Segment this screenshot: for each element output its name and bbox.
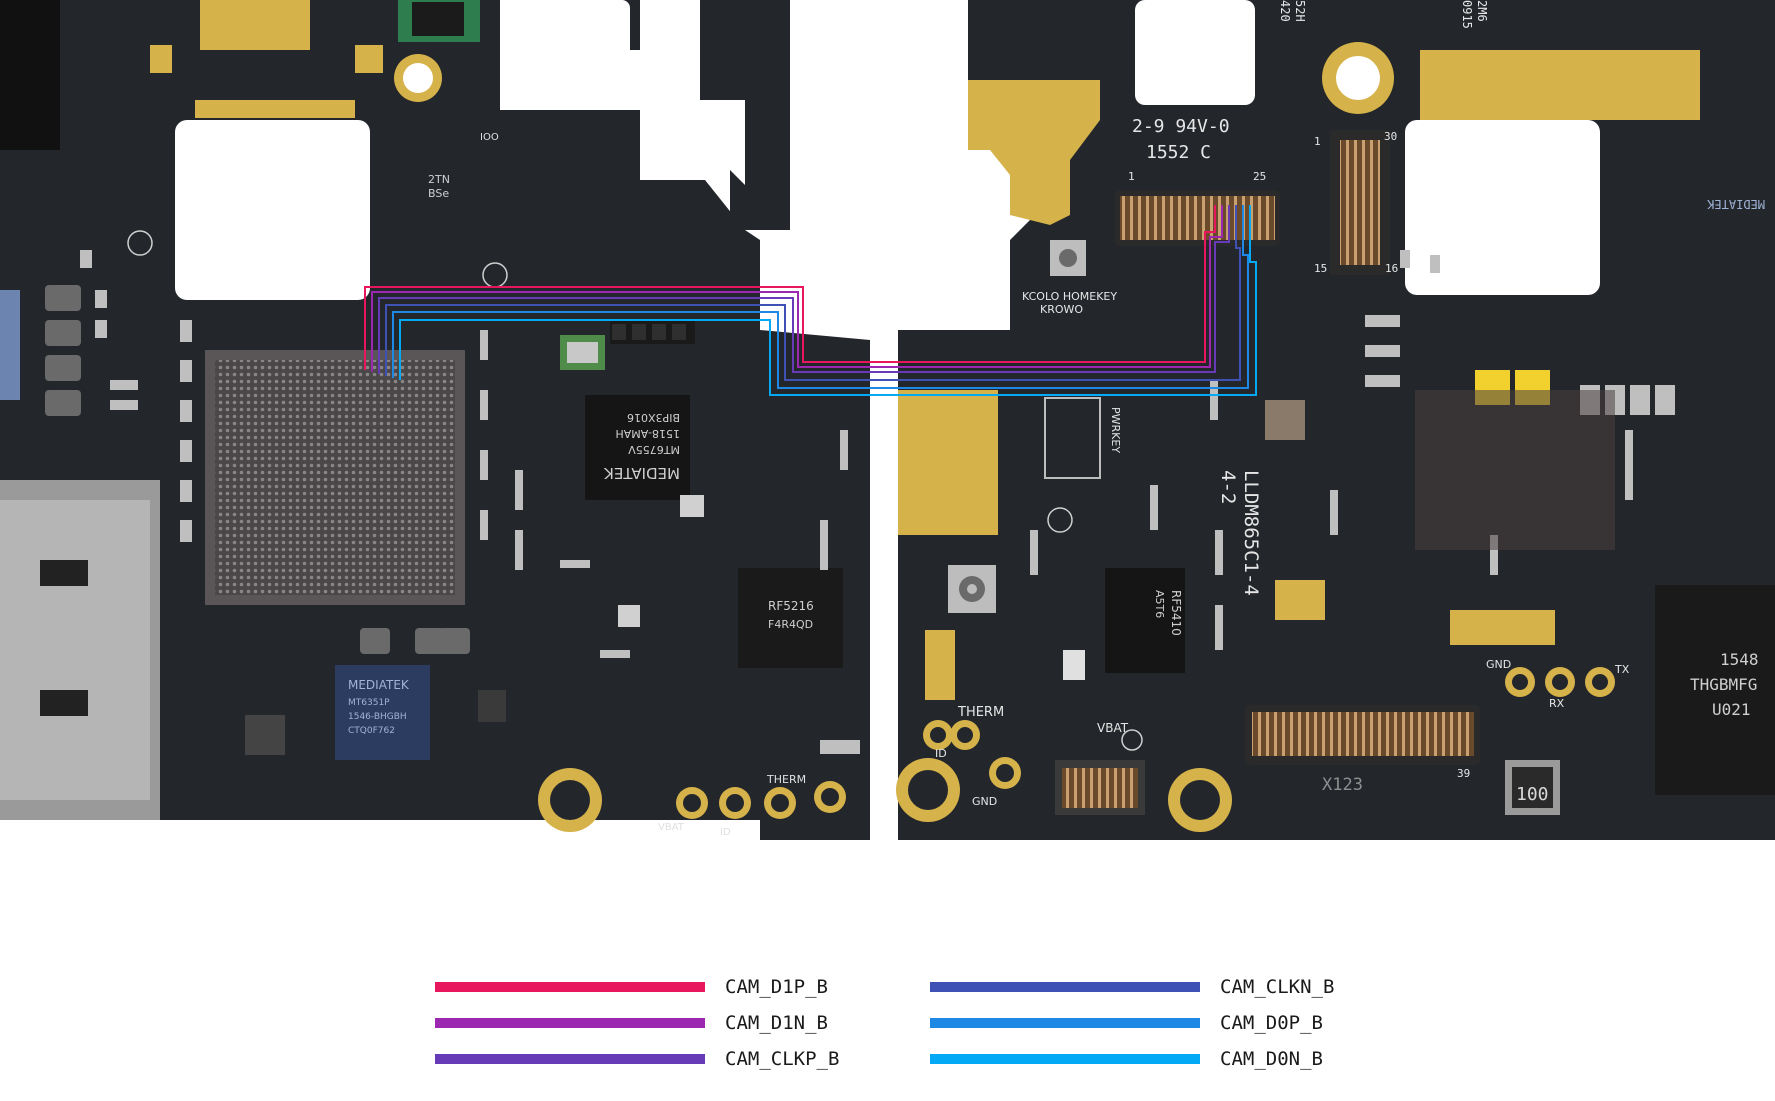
right-cutout-2 bbox=[1405, 120, 1600, 295]
silk-line-2: 1552 C bbox=[1146, 142, 1211, 163]
small-chip-line-2: BSe bbox=[428, 187, 449, 200]
mediatek-right-line-1: MEDIATEK bbox=[1706, 197, 1765, 211]
pmic-chip-line-4: CTQ0F762 bbox=[348, 726, 395, 736]
small-chip-line-1: 2TN bbox=[428, 173, 450, 186]
silk-top-code-3: 2M6 bbox=[1475, 0, 1489, 22]
trace-cam-d1n-b bbox=[371, 205, 1223, 372]
trace-cam-clkn-b bbox=[385, 205, 1241, 381]
left-cutout-1 bbox=[175, 120, 370, 300]
legend-label-cam-d0n-b: CAM_D0N_B bbox=[1220, 1048, 1323, 1070]
silk-line-1: 2-9 94V-0 bbox=[1132, 116, 1230, 137]
silk-bot-conn-pin-39: 39 bbox=[1457, 767, 1470, 780]
silk-top-code-1: 52H bbox=[1293, 0, 1307, 22]
rf-right-line-2: A5T6 bbox=[1153, 590, 1166, 618]
legend-label-cam-d1p-b: CAM_D1P_B bbox=[725, 976, 828, 998]
silk-inductor: 100 bbox=[1516, 784, 1549, 805]
legend-label-cam-clkp-b: CAM_CLKP_B bbox=[725, 1048, 840, 1070]
right-gold-pad-left bbox=[898, 390, 998, 535]
legend-swatch-cam-d0n-b bbox=[930, 1054, 1200, 1064]
legend-swatch-cam-clkn-b bbox=[930, 982, 1200, 992]
soc-chip-line-1: MEDIATEK bbox=[603, 464, 680, 482]
silk-conn2-pin-30: 30 bbox=[1384, 130, 1397, 143]
rf-chip-line-2: F4R4QD bbox=[768, 618, 813, 631]
legend-label-cam-d1n-b: CAM_D1N_B bbox=[725, 1012, 828, 1034]
soc-chip-line-3: 1518-AMAH bbox=[615, 427, 680, 440]
rf-chip-line-1: RF5216 bbox=[768, 599, 814, 613]
left-smd-parts bbox=[80, 250, 860, 754]
silk-conn2-pin-16: 16 bbox=[1385, 262, 1398, 275]
left-ioo-label: IOO bbox=[480, 132, 499, 143]
left-vbat-label: VBAT bbox=[658, 822, 685, 833]
right-silkscreen: 2-9 94V-0 1552 C KCOLO HOMEKEY KROWO PWR… bbox=[935, 0, 1765, 808]
silk-homekey-1: KCOLO HOMEKEY bbox=[1022, 290, 1117, 303]
silk-tx: TX bbox=[1614, 663, 1630, 676]
flash-line-3: U021 bbox=[1712, 700, 1751, 719]
pmic-chip-line-2: MT6351P bbox=[348, 698, 390, 708]
silk-pwrkey: PWRKEY bbox=[1109, 407, 1122, 453]
inductor-left bbox=[245, 715, 285, 755]
trace-lines bbox=[364, 205, 1257, 396]
legend-swatch-cam-d0p-b bbox=[930, 1018, 1200, 1028]
left-gold-small-2 bbox=[355, 45, 383, 73]
silk-homekey-2: KROWO bbox=[1040, 303, 1083, 316]
legend-label-cam-d0p-b: CAM_D0P_B bbox=[1220, 1012, 1323, 1034]
right-gold-region bbox=[968, 80, 1100, 225]
left-therm-label: THERM bbox=[766, 773, 806, 786]
left-large-pads bbox=[45, 285, 470, 654]
silk-therm: THERM bbox=[957, 705, 1004, 720]
soc-chip-line-2: MT6755V bbox=[628, 443, 680, 456]
mt6755-chip bbox=[585, 395, 690, 500]
rf-package bbox=[738, 568, 843, 668]
left-gold-strip bbox=[195, 100, 355, 118]
soc-bga bbox=[215, 360, 455, 595]
left-gold-block bbox=[200, 0, 310, 50]
pmic-package bbox=[335, 665, 430, 760]
silk-conn-pin-25: 25 bbox=[1253, 170, 1266, 183]
legend-swatch-cam-d1n-b bbox=[435, 1018, 705, 1028]
trace-cam-d0n-b bbox=[399, 205, 1257, 396]
silk-conn-pin-1: 1 bbox=[1128, 170, 1135, 183]
trace-cam-clkp-b bbox=[378, 205, 1230, 374]
silk-rx: RX bbox=[1549, 697, 1565, 710]
right-smd-parts bbox=[1030, 250, 1675, 650]
right-cutout-1 bbox=[1135, 0, 1255, 105]
flash-line-2: THGBMFG bbox=[1690, 675, 1757, 694]
legend-swatch-cam-clkp-b bbox=[435, 1054, 705, 1064]
trace-cam-d1p-b bbox=[364, 205, 1216, 370]
right-board bbox=[896, 0, 1775, 840]
silk-top-code-2: 420 bbox=[1278, 0, 1292, 22]
silk-x123: X123 bbox=[1322, 775, 1363, 795]
silk-gnd-left: GND bbox=[972, 795, 997, 808]
pmic-chip-line-3: 1546-BHGBH bbox=[348, 712, 407, 722]
silk-board-id-2: 4-2 bbox=[1217, 470, 1239, 504]
right-pad-field bbox=[1415, 390, 1615, 550]
pmic-chip-line-1: MEDIATEK bbox=[348, 678, 410, 692]
soc-chip-line-4: BIP3X016 bbox=[627, 411, 680, 424]
flash-line-1: 1548 bbox=[1720, 650, 1759, 669]
silk-board-id-1: LLDM865C1-4 bbox=[1240, 470, 1262, 596]
silk-vbat: VBAT bbox=[1097, 721, 1129, 735]
silk-conn2-pin-15: 15 bbox=[1314, 262, 1327, 275]
silk-id: ID bbox=[935, 747, 947, 760]
left-notch bbox=[700, 160, 745, 185]
left-gold-small bbox=[150, 45, 172, 73]
left-chip-text: MEDIATEK MT6755V 1518-AMAH BIP3X016 MEDI… bbox=[348, 132, 814, 838]
silk-gnd-right: GND bbox=[1486, 658, 1511, 671]
legend-swatch-cam-d1p-b bbox=[435, 982, 705, 992]
silk-top-code-4: 0915 bbox=[1460, 0, 1474, 29]
trace-cam-d0p-b bbox=[392, 205, 1249, 389]
left-connector-block bbox=[0, 0, 60, 150]
legend-label-cam-clkn-b: CAM_CLKN_B bbox=[1220, 976, 1335, 998]
flash-package bbox=[1655, 585, 1775, 795]
silk-conn2-pin-1: 1 bbox=[1314, 135, 1321, 148]
rf5410-chip bbox=[1105, 568, 1185, 673]
left-id-label: ID bbox=[720, 827, 731, 838]
left-cutout-2 bbox=[505, 0, 630, 105]
rf-right-line-1: RF5410 bbox=[1169, 590, 1183, 636]
left-board bbox=[0, 0, 870, 840]
